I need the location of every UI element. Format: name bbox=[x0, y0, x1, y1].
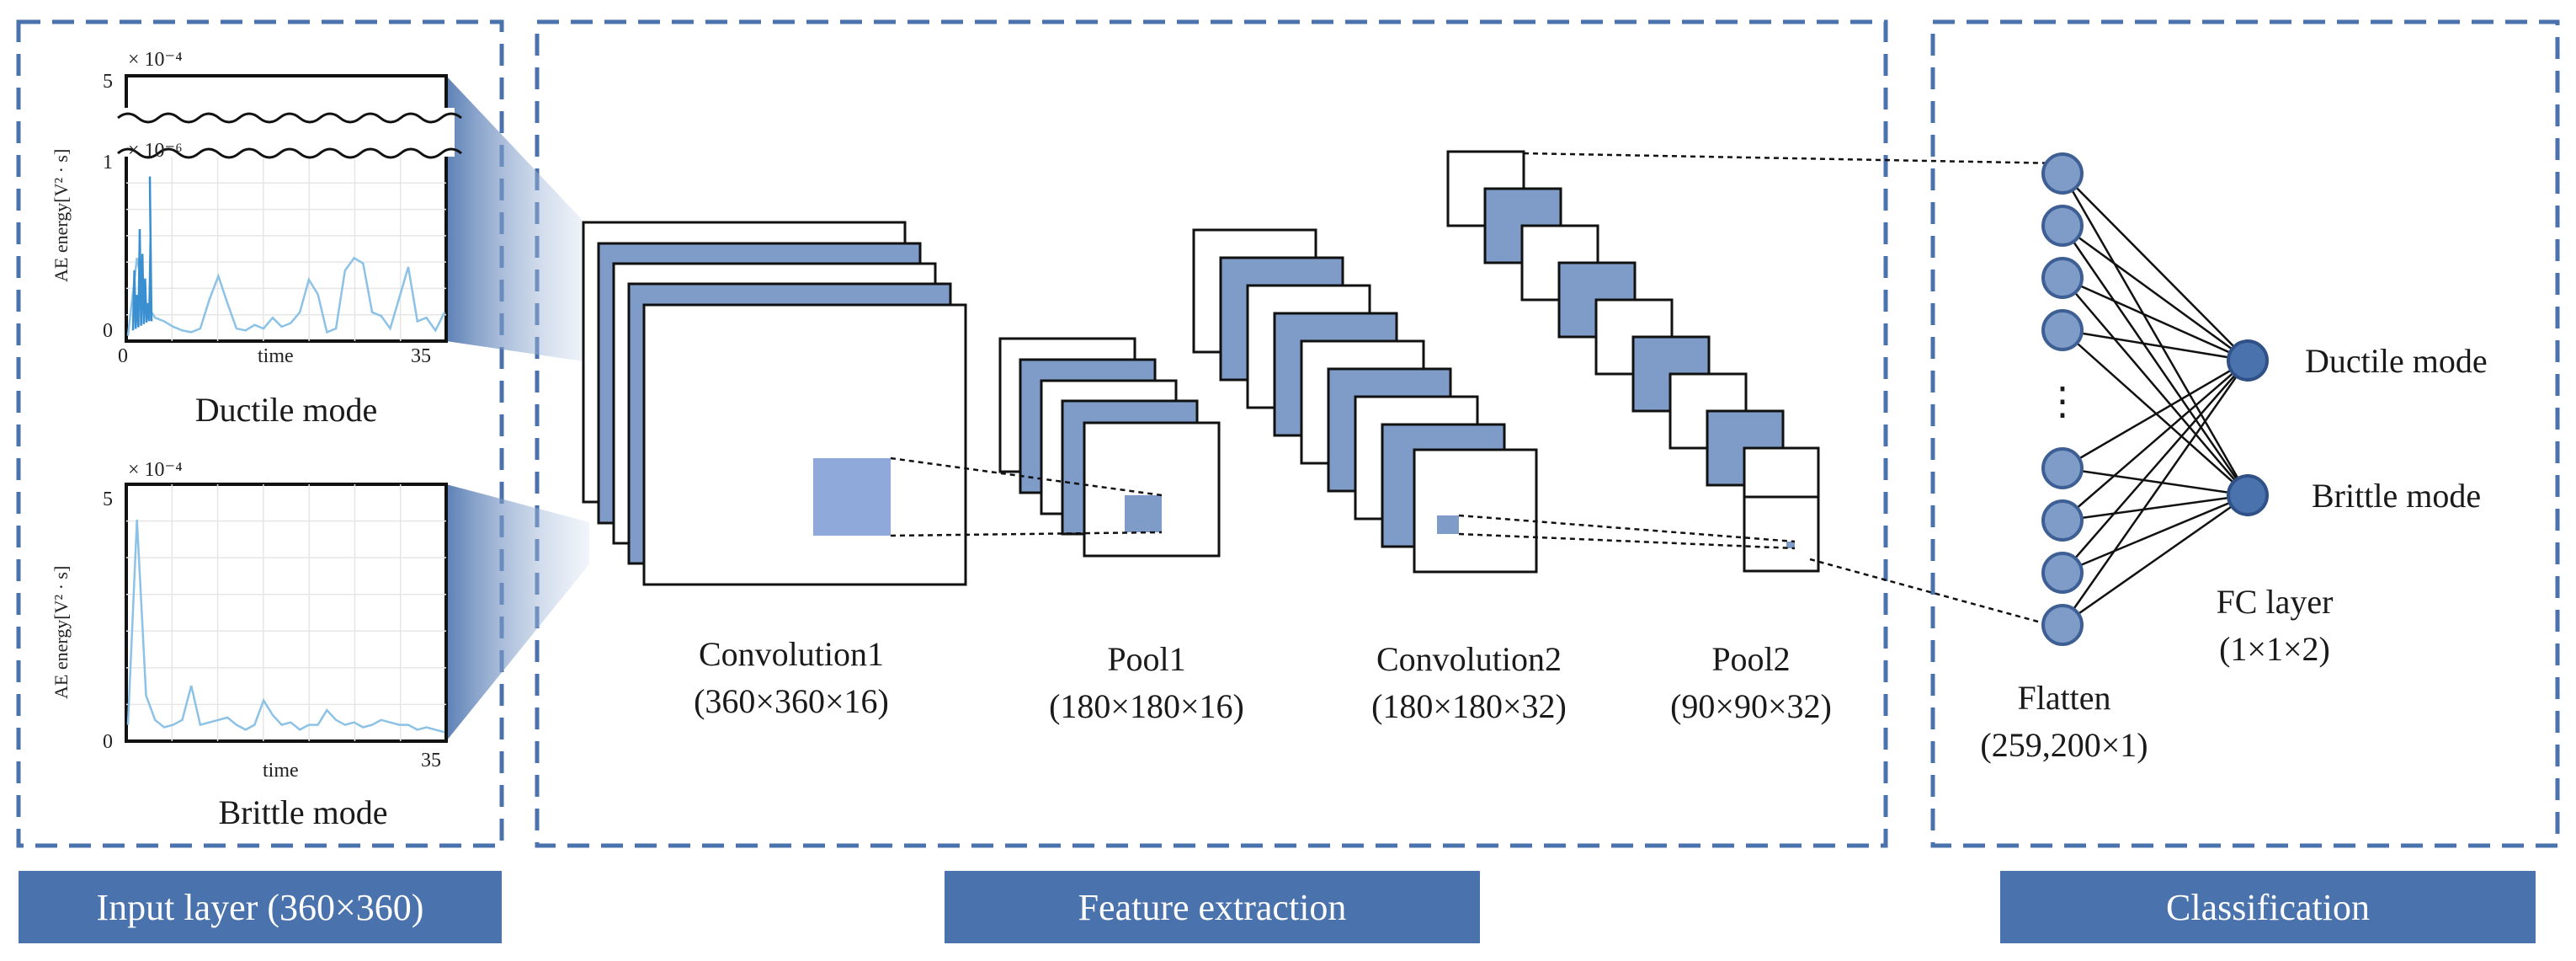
ductile-scale-top: × 10⁻⁴ bbox=[128, 49, 183, 71]
output-label-brittle: Brittle mode bbox=[2312, 477, 2481, 515]
ductile-ytick-mid: 1 bbox=[103, 152, 113, 174]
fc-connection-line bbox=[2062, 173, 2249, 361]
conv2-pool2-link-bottom bbox=[1458, 532, 1796, 550]
fc-connection-line bbox=[2061, 225, 2249, 496]
flatten-node bbox=[2041, 309, 2084, 351]
conv1-pool1-link-bottom bbox=[890, 531, 1163, 537]
ductile-xtick-end: 35 bbox=[411, 345, 431, 367]
conv1-kernel bbox=[813, 458, 891, 536]
flatten-node bbox=[2041, 604, 2084, 646]
brittle-plot: × 10⁻⁴ 5 0 35 time AE energy[V² · s] Bri… bbox=[51, 459, 448, 831]
fc-connection-line bbox=[2062, 277, 2249, 496]
fc-connection-line bbox=[2061, 360, 2249, 626]
fc-name: FC layer bbox=[2217, 583, 2334, 621]
fc-connection-line bbox=[2062, 329, 2249, 496]
ductile-xlabel: time bbox=[258, 345, 294, 367]
ductile-ytick-top: 5 bbox=[103, 71, 113, 93]
projection-brittle bbox=[446, 484, 589, 741]
brittle-caption: Brittle mode bbox=[218, 793, 387, 831]
pool1-name: Pool1 bbox=[1107, 640, 1185, 678]
flatten-ellipsis: ⋮ bbox=[2043, 380, 2082, 423]
conv2-pool2-link-top bbox=[1458, 514, 1796, 543]
fc-connection-line bbox=[2062, 359, 2249, 470]
brittle-xlabel: time bbox=[263, 760, 299, 782]
brittle-series-line bbox=[126, 519, 445, 734]
brittle-ytick-zero: 0 bbox=[103, 731, 113, 753]
classification-banner bbox=[2000, 871, 2536, 943]
conv2-kernel bbox=[1437, 515, 1459, 534]
flatten-node bbox=[2041, 447, 2084, 489]
feature-extraction-frame bbox=[535, 19, 1888, 848]
fc-connection-line bbox=[2062, 494, 2249, 522]
fc-connection-line bbox=[2062, 328, 2249, 362]
pool1-shape: (180×180×16) bbox=[1049, 687, 1244, 725]
brittle-ylabel: AE energy[V² · s] bbox=[51, 566, 72, 699]
fc-connection-line bbox=[2062, 494, 2249, 574]
fc-connection-line bbox=[2062, 360, 2249, 521]
ductile-scale-bottom: × 10⁻⁶ bbox=[128, 140, 183, 162]
conv1-name: Convolution1 bbox=[699, 635, 884, 673]
input-layer-frame bbox=[16, 19, 504, 848]
ductile-series-line bbox=[126, 256, 446, 336]
ductile-ytick-zero: 0 bbox=[103, 320, 113, 342]
classification-frame bbox=[1930, 19, 2560, 848]
feature-extraction-title: Feature extraction bbox=[1078, 887, 1347, 928]
pool2-flatten-link-top bbox=[1523, 152, 2063, 165]
ductile-spike-cluster bbox=[131, 176, 153, 331]
input-layer-banner bbox=[19, 871, 502, 943]
output-node-brittle bbox=[2227, 474, 2269, 516]
output-label-ductile: Ductile mode bbox=[2305, 342, 2488, 380]
flatten-nodes bbox=[2041, 152, 2084, 646]
brittle-ytick-top: 5 bbox=[103, 489, 113, 510]
pool1-stack bbox=[998, 337, 1221, 558]
flatten-node bbox=[2041, 552, 2084, 594]
pool2-shape: (90×90×32) bbox=[1670, 687, 1832, 725]
pool2-stack bbox=[1446, 150, 1820, 573]
ductile-caption: Ductile mode bbox=[195, 391, 378, 429]
ductile-ylabel: AE energy[V² · s] bbox=[51, 149, 72, 282]
flatten-node bbox=[2041, 257, 2084, 299]
pool2-name: Pool2 bbox=[1711, 640, 1790, 678]
output-nodes bbox=[2227, 339, 2269, 516]
conv2-name: Convolution2 bbox=[1376, 640, 1562, 678]
fc-connection-line bbox=[2062, 467, 2249, 497]
fc-connection-line bbox=[2061, 173, 2249, 496]
flatten-name: Flatten bbox=[2017, 679, 2110, 717]
conv2-stack bbox=[1192, 228, 1538, 574]
fc-connections bbox=[2061, 173, 2249, 627]
classification-title: Classification bbox=[2166, 887, 2370, 928]
output-node-ductile bbox=[2227, 339, 2269, 382]
conv1-stack bbox=[582, 221, 967, 586]
fc-connection-line bbox=[2062, 276, 2249, 362]
flatten-node bbox=[2041, 205, 2084, 247]
pool1-kernel bbox=[1125, 495, 1162, 532]
fc-connection-line bbox=[2062, 494, 2249, 627]
fc-connection-line bbox=[2062, 360, 2249, 574]
fc-connection-line bbox=[2062, 224, 2249, 362]
conv2-shape: (180×180×32) bbox=[1371, 687, 1567, 725]
ductile-xtick-start: 0 bbox=[118, 345, 128, 367]
brittle-xtick-end: 35 bbox=[421, 750, 441, 771]
pool2-flatten-link-bottom bbox=[1809, 558, 2063, 630]
flatten-node bbox=[2041, 499, 2084, 542]
brittle-scale: × 10⁻⁴ bbox=[128, 459, 183, 481]
ductile-plot: × 10⁻⁴ × 10⁻⁶ 5 1 0 0 35 time AE energy[… bbox=[51, 49, 462, 429]
projection-ductile bbox=[446, 76, 589, 362]
conv1-shape: (360×360×16) bbox=[694, 682, 889, 720]
feature-extraction-banner bbox=[945, 871, 1480, 943]
fc-shape: (1×1×2) bbox=[2219, 630, 2330, 668]
input-layer-title: Input layer (360×360) bbox=[97, 887, 424, 928]
flatten-node bbox=[2041, 152, 2084, 195]
flatten-shape: (259,200×1) bbox=[1980, 726, 2148, 764]
